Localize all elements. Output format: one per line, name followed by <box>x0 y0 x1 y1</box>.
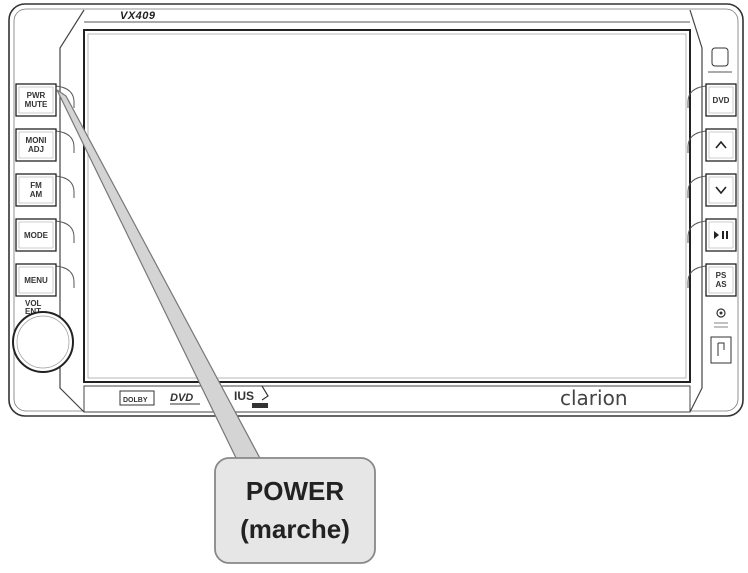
chevron-down-icon <box>715 186 727 195</box>
vol-label: VOL ENT <box>25 299 42 316</box>
svg-text:DVD: DVD <box>170 392 193 404</box>
reset-button[interactable] <box>714 308 728 328</box>
volume-knob[interactable] <box>12 311 74 373</box>
moni-adj-label-1: ADJ <box>28 145 44 154</box>
down-button[interactable] <box>687 173 737 207</box>
pwr-mute-label-1: MUTE <box>25 100 48 109</box>
moni-adj-label-0: MONI <box>26 136 47 145</box>
eject-button[interactable] <box>708 47 732 73</box>
bottom-logo-strip <box>83 385 691 413</box>
volume-knob-inner <box>16 315 70 369</box>
model-label: VX409 <box>120 10 156 22</box>
svg-text:IUS: IUS <box>234 389 254 403</box>
ps-as-label-1: AS <box>715 280 727 289</box>
dvd-logo: DVD <box>170 392 200 405</box>
svg-text:DOLBY: DOLBY <box>123 397 148 404</box>
callout-title: POWER <box>246 476 344 506</box>
up-button[interactable] <box>687 128 737 162</box>
dvd-label-0: DVD <box>713 96 730 105</box>
brand-logo: clarion <box>560 386 628 410</box>
fm-am-label-1: AM <box>30 190 43 199</box>
play-pause-button[interactable] <box>687 218 737 252</box>
dvd-button[interactable]: DVD <box>687 83 737 117</box>
fm-am-label-0: FM <box>30 181 42 190</box>
dolby-logo: DOLBY <box>119 390 155 406</box>
ps-as-label-0: PS <box>716 271 727 280</box>
mode-label-0: MODE <box>24 231 49 240</box>
menu-button[interactable]: MENU <box>15 263 75 297</box>
svg-text:VOL: VOL <box>25 299 42 308</box>
play-pause-icon <box>714 231 728 239</box>
card-slot-icon[interactable] <box>710 336 732 364</box>
menu-label-0: MENU <box>24 276 48 285</box>
left-panel-bevel <box>59 9 85 413</box>
display-screen-inner <box>87 33 687 379</box>
callout-subtitle: (marche) <box>240 514 350 544</box>
chevron-up-icon <box>715 140 727 149</box>
sirius-logo: IUS <box>234 385 269 408</box>
callout-box <box>214 457 376 564</box>
pwr-mute-label-0: PWR <box>27 91 46 100</box>
svg-text:ENT: ENT <box>25 307 41 316</box>
right-panel-bevel <box>689 9 703 413</box>
mode-button[interactable]: MODE <box>15 218 75 252</box>
